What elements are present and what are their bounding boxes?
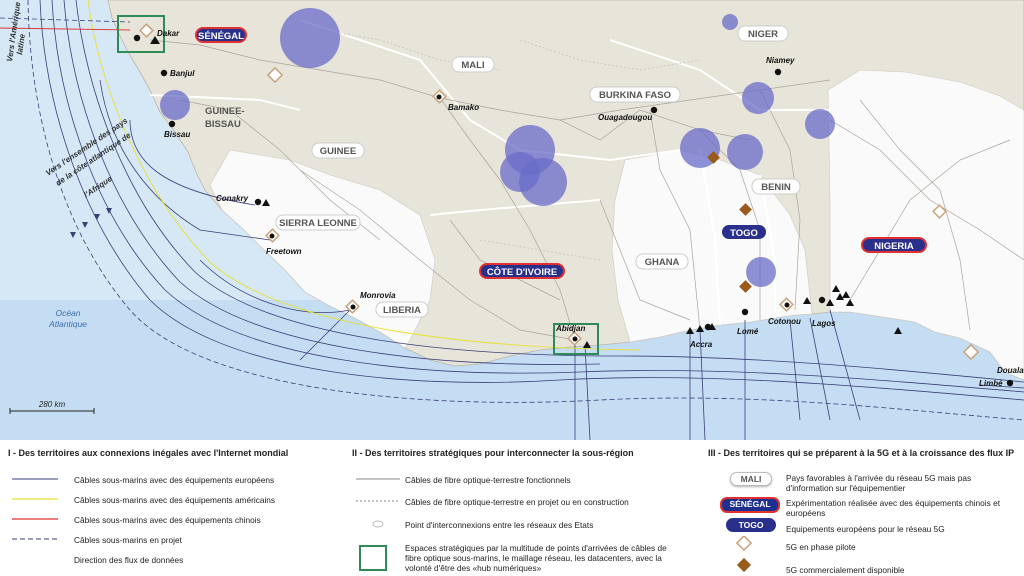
city-douala: Douala	[997, 366, 1024, 375]
diamond-pilot-dakar	[139, 23, 154, 38]
label-guinee-bissau-2: BISSAU	[205, 119, 241, 130]
scale-bar: 280 km	[9, 400, 95, 414]
label-guinee: GUINEE	[320, 146, 356, 157]
ocean-label-2: Atlantique	[48, 319, 87, 329]
legend-badge-mali: MALI	[730, 472, 772, 486]
legend-badge-togo: TOGO	[726, 518, 776, 532]
landing-points	[150, 36, 902, 348]
legend-s3-item-1: Pays favorables à l'arrivée du réseau 5G…	[786, 473, 972, 493]
note-amerique-2: latine	[15, 33, 27, 55]
label-cote-ivoire: CÔTE D'IVOIRE	[487, 266, 557, 278]
label-ghana: GHANA	[645, 257, 680, 268]
legend-s3-item-3: Equipements européens pour le réseau 5G	[786, 524, 945, 534]
legend-s1-item-4: Câbles sous-marins en projet	[74, 535, 182, 545]
label-nigeria: NIGERIA	[874, 241, 914, 252]
city-bamako: Bamako	[448, 103, 479, 112]
circle-benin	[805, 109, 835, 139]
circle-niger-2	[722, 14, 738, 30]
city-bissau: Bissau	[164, 130, 190, 139]
label-liberia: LIBERIA	[383, 305, 421, 316]
legend-s3-item-5: 5G commercialement disponible	[786, 565, 905, 575]
city-freetown: Freetown	[266, 247, 302, 256]
legend-badge-senegal: SÉNÉGAL	[720, 497, 780, 513]
city-monrovia: Monrovia	[360, 291, 396, 300]
diamond-pilot-cameroon	[962, 343, 980, 361]
city-dakar: Dakar	[157, 29, 180, 38]
region-nigeria	[827, 69, 1024, 381]
circle-togo	[746, 257, 776, 287]
city-limbe: Limbé	[979, 379, 1003, 388]
legend-s1-item-1: Câbles sous-marins avec des équipements …	[74, 475, 275, 485]
circle-dakar-region	[280, 8, 340, 68]
city-banjul: Banjul	[170, 69, 195, 78]
legend-section3-symbols	[735, 536, 753, 573]
label-burkina: BURKINA FASO	[599, 90, 671, 101]
city-dots	[133, 34, 1014, 387]
terrestrial-projects	[319, 29, 701, 261]
submarine-cables-eu	[39, 0, 1024, 440]
circle-burkina-2	[727, 134, 763, 170]
flow-arrows	[70, 208, 112, 238]
city-abidjan: Abidjan	[555, 324, 585, 333]
region-ghana-togo	[611, 149, 813, 343]
legend-s2-item-2: Câbles de fibre optique-terrestre en pro…	[405, 497, 629, 507]
submarine-cables-projected	[0, 0, 1024, 421]
circle-bissau	[160, 90, 190, 120]
submarine-cables-us	[87, 0, 641, 351]
legend-section1-title: I - Des territoires aux connexions inéga…	[8, 448, 289, 458]
legend-s2-item-1: Câbles de fibre optique-terrestre foncti…	[405, 475, 571, 485]
legend-s3-item-2: Expérimentation réalisée avec des équipe…	[786, 498, 1000, 518]
map-svg: SÉNÉGAL MALI NIGER GUINEE- BISSAU GUINEE…	[0, 0, 1024, 440]
legend-section2-title: II - Des territoires stratégiques pour i…	[352, 448, 634, 458]
city-niamey: Niamey	[766, 56, 795, 65]
legend-section3-title: III - Des territoires qui se préparent à…	[708, 448, 1015, 458]
city-cotonou: Cotonou	[768, 317, 801, 326]
label-sierra-leone: SIERRA LEONNE	[279, 218, 357, 229]
label-guinee-bissau-1: GUINEE-	[205, 106, 245, 117]
city-accra: Accra	[689, 340, 713, 349]
diamond-pilot-senegal	[266, 66, 284, 84]
legend-s3-item-4: 5G en phase pilote	[786, 542, 856, 552]
label-niger: NIGER	[748, 29, 778, 40]
city-lome: Lomé	[737, 327, 759, 336]
city-labels: Dakar Banjul Bissau Bamako Niamey Ouagad…	[157, 29, 1024, 388]
label-togo: TOGO	[730, 228, 758, 239]
terrestrial-network	[149, 39, 1024, 341]
scale-label: 280 km	[38, 400, 66, 409]
country-labels: SÉNÉGAL MALI NIGER GUINEE- BISSAU GUINEE…	[195, 25, 927, 318]
ocean-label-1: Océan	[55, 308, 80, 318]
submarine-cables-cn	[0, 27, 131, 31]
legend-section1-symbols	[12, 478, 58, 540]
legend-s2-item-4: Espaces stratégiques par la multitude de…	[405, 543, 667, 573]
legend: I - Des territoires aux connexions inéga…	[0, 440, 1024, 576]
diamond-pilot-nigeria	[932, 204, 947, 219]
legend-s1-item-3: Câbles sous-marins avec des équipements …	[74, 515, 261, 525]
legend-s1-item-5: Direction des flux de données	[74, 555, 184, 565]
city-conakry: Conakry	[216, 194, 249, 203]
label-benin: BENIN	[761, 182, 791, 193]
circle-niger-1	[742, 82, 774, 114]
hub-abidjan[interactable]	[553, 323, 599, 355]
legend-section2-symbols	[356, 478, 400, 571]
hub-dakar[interactable]	[117, 15, 165, 53]
city-ouagadougou: Ouagadougou	[598, 113, 652, 122]
city-lagos: Lagos	[812, 319, 836, 328]
label-mali: MALI	[461, 60, 484, 71]
label-senegal: SÉNÉGAL	[198, 31, 244, 42]
circle-ci-3	[519, 158, 567, 206]
map-panel: SÉNÉGAL MALI NIGER GUINEE- BISSAU GUINEE…	[0, 0, 1024, 440]
legend-s1-item-2: Câbles sous-marins avec des équipements …	[74, 495, 276, 505]
legend-s2-item-3: Point d'interconnexions entre les réseau…	[405, 520, 594, 530]
ocean-label: Océan Atlantique	[48, 308, 87, 329]
